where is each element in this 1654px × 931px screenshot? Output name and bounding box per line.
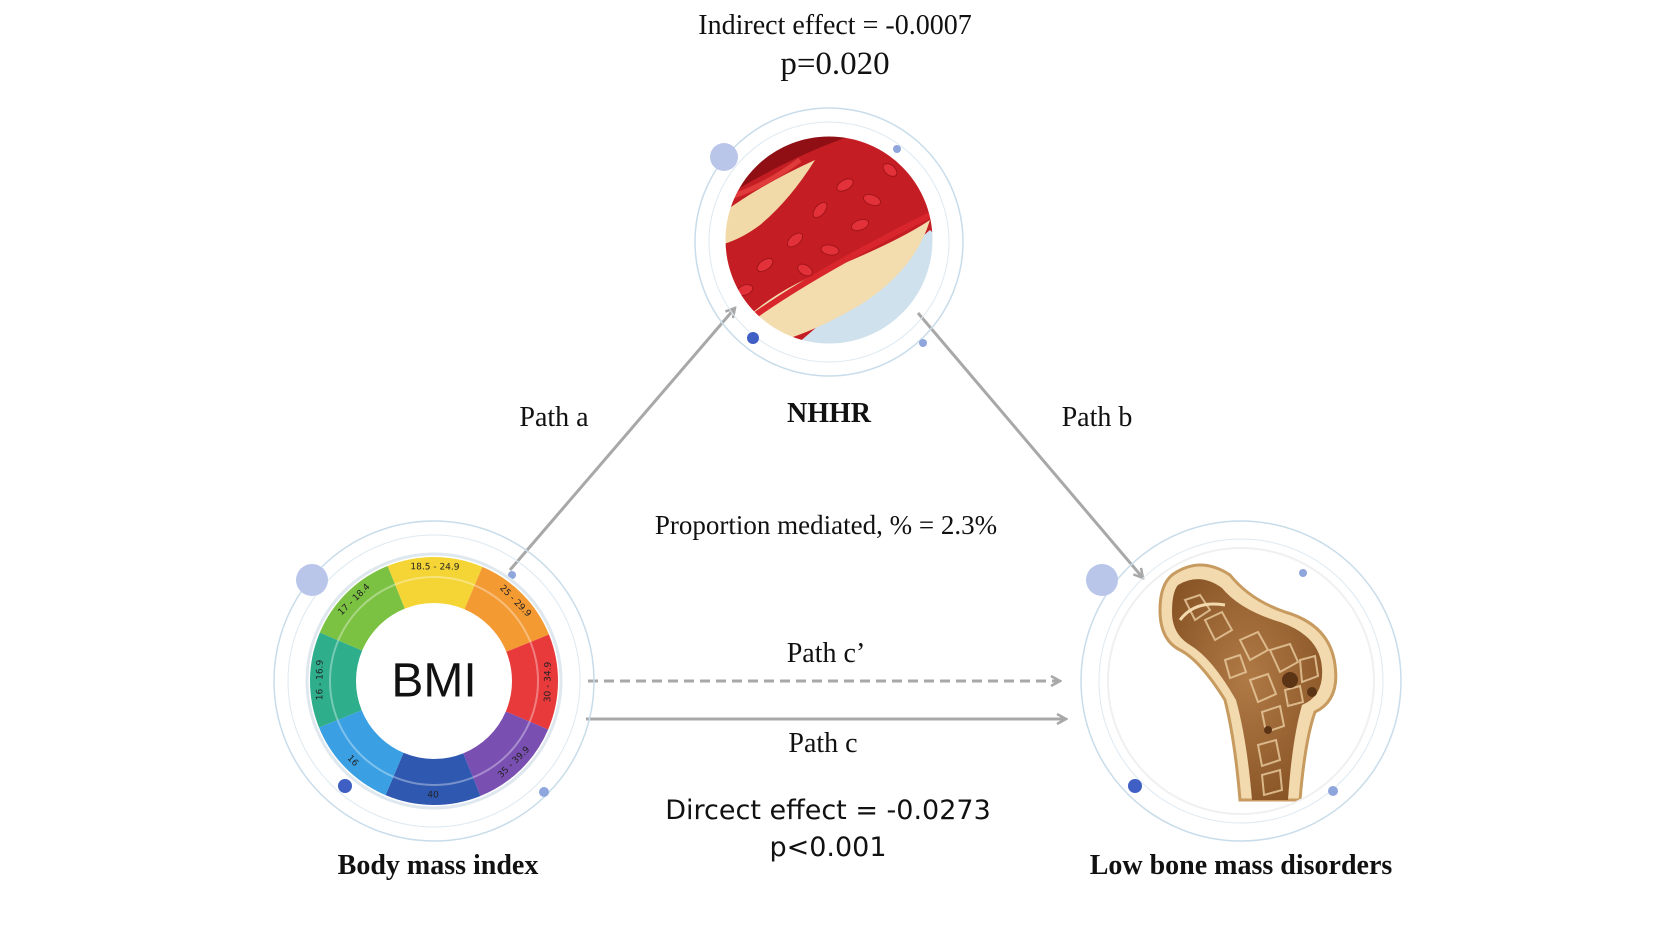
bmi-ring-band (474, 584, 532, 643)
bmi-ring-center (357, 604, 511, 758)
bmi-ring-label: 18.5 - 24.9 (410, 562, 459, 572)
bmi-ring-segment (319, 566, 405, 651)
bmi-center-text: BMI (391, 654, 477, 708)
indirect-p-value: p=0.020 (780, 46, 890, 82)
bmi-ring-segment (464, 566, 549, 652)
path-c-prime-label: Path c’ (786, 638, 866, 669)
bmi-ring-segment (310, 632, 363, 728)
decor-dot (1328, 786, 1338, 796)
path-b-arrow (916, 312, 1143, 578)
decor-dot (508, 571, 516, 579)
mediator-node (694, 107, 964, 377)
bmi-ring-band (329, 639, 340, 721)
bmi-ring-band (394, 576, 476, 587)
artery-plaque-icon (724, 135, 934, 345)
bmi-ring-band (392, 775, 474, 786)
proportion-mediated-label: Proportion mediated, % = 2.3% (654, 510, 998, 540)
bmi-ring-band (472, 721, 531, 779)
outcome-label: Low bone mass disorders (1089, 850, 1393, 881)
path-a-label: Path a (519, 402, 589, 433)
mediator-label: NHHR (787, 398, 871, 429)
path-a-arrow (508, 308, 735, 571)
path-c-label: Path c (788, 728, 858, 759)
direct-p-value: p<0.001 (769, 832, 887, 863)
bmi-ring-segment (385, 752, 481, 805)
outcome-node (1080, 520, 1402, 842)
bmi-ring-band (528, 641, 539, 723)
bmi-ring-label: 16 - 16.9 (315, 659, 325, 700)
decor-dot (1128, 779, 1142, 793)
indirect-effect-label: Indirect effect = -0.0007 (698, 10, 972, 41)
decor-dot (539, 787, 549, 797)
bmi-ring-segment (505, 634, 558, 730)
decor-dot (1299, 569, 1307, 577)
decor-dot (296, 564, 328, 596)
decor-dot (919, 339, 927, 347)
exposure-label: Body mass index (337, 850, 539, 881)
direct-effect-label: Dircect effect = -0.0273 (665, 795, 991, 826)
bmi-ring-segment (387, 557, 483, 610)
path-b-label: Path b (1061, 402, 1133, 433)
bmi-ring-outline (305, 552, 563, 810)
decor-dot (747, 332, 759, 344)
decor-dot (1086, 564, 1118, 596)
exposure-node: 18.5 - 24.925 - 29.930 - 34.935 - 39.940… (273, 520, 595, 842)
decor-dot (338, 779, 352, 793)
bmi-ring-label: 40 (427, 790, 439, 800)
decor-dot (893, 145, 901, 153)
bmi-ring-band (336, 719, 394, 778)
bmi-ring-segment (319, 710, 404, 796)
decor-dot (710, 143, 738, 171)
bmi-ring-segment (463, 711, 549, 796)
femur-bone-icon (1158, 563, 1338, 802)
bmi-ring-label: 30 - 34.9 (543, 661, 553, 702)
bmi-ring-icon: 18.5 - 24.925 - 29.930 - 34.935 - 39.940… (305, 552, 563, 810)
bmi-ring-band (337, 583, 396, 641)
